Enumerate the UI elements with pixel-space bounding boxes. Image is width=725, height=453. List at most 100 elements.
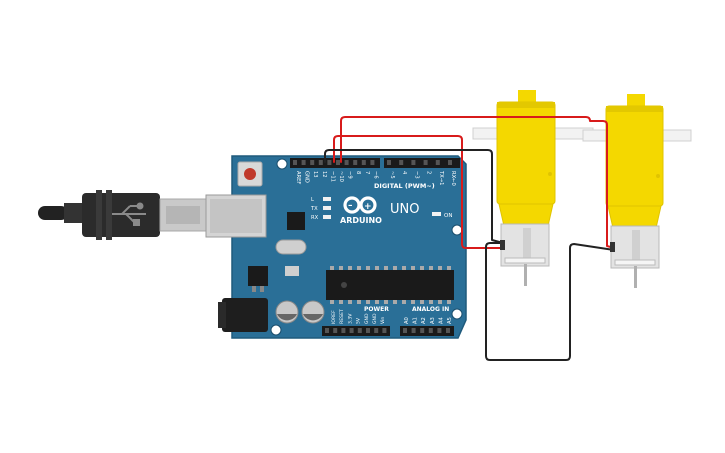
power-pin-hole[interactable] bbox=[349, 328, 354, 333]
digital-pin-label: AREF bbox=[295, 171, 301, 184]
digital-header[interactable] bbox=[384, 158, 460, 168]
digital-header-label: DIGITAL (PWM~) bbox=[374, 182, 435, 190]
power-pin-hole[interactable] bbox=[333, 328, 338, 333]
analog-pin-label: A4 bbox=[438, 316, 444, 324]
digital-pin-hole[interactable] bbox=[353, 160, 358, 165]
usb-chip bbox=[287, 212, 305, 230]
power-pin-hole[interactable] bbox=[341, 328, 346, 333]
usb-cable[interactable] bbox=[38, 190, 207, 240]
power-pin-label: 5V bbox=[356, 317, 362, 324]
digital-pin-hole[interactable] bbox=[318, 160, 323, 165]
analog-pin-hole[interactable] bbox=[411, 328, 416, 333]
digital-pin-label: ~11 bbox=[329, 171, 335, 182]
mounting-hole bbox=[270, 324, 282, 336]
motor1-terminal[interactable] bbox=[500, 240, 505, 250]
mounting-hole bbox=[451, 308, 463, 320]
power-pin-hole[interactable] bbox=[357, 328, 362, 333]
analog-pin-label: A5 bbox=[447, 317, 453, 324]
motor-shaft bbox=[524, 264, 527, 286]
usb-cable-wire bbox=[38, 206, 68, 220]
digital-pin-hole[interactable] bbox=[344, 160, 349, 165]
power-pin-hole[interactable] bbox=[374, 328, 379, 333]
regulator bbox=[248, 266, 268, 286]
digital-pin-hole[interactable] bbox=[435, 160, 440, 165]
digital-pin-hole[interactable] bbox=[411, 160, 416, 165]
wire-black-gnd-motor1[interactable] bbox=[324, 149, 504, 244]
led-rx bbox=[323, 215, 331, 219]
power-pin-label: GND bbox=[364, 313, 370, 324]
digital-pin-label: ~9 bbox=[347, 171, 353, 179]
power-header-label: POWER bbox=[364, 306, 389, 313]
led-tx bbox=[323, 206, 331, 210]
digital-pin-label: 8 bbox=[355, 171, 361, 174]
motor-shaft bbox=[634, 266, 637, 288]
power-pin-hole[interactable] bbox=[325, 328, 329, 333]
led-label-l: L bbox=[311, 197, 314, 203]
digital-pin-label: ~3 bbox=[413, 171, 419, 179]
analog-pin-hole[interactable] bbox=[428, 328, 433, 333]
digital-pin-hole[interactable] bbox=[301, 160, 306, 165]
power-pin-hole[interactable] bbox=[366, 328, 370, 333]
dc-gear-motor-1[interactable] bbox=[472, 90, 594, 286]
digital-pin-hole[interactable] bbox=[361, 160, 366, 165]
power-pin-label: IOREF bbox=[331, 310, 337, 324]
digital-pin-label: RX←0 bbox=[450, 171, 456, 186]
wire-black-motor1-motor2[interactable] bbox=[485, 242, 615, 361]
digital-pin-hole[interactable] bbox=[423, 160, 428, 165]
digital-pin-label: TX→1 bbox=[438, 170, 444, 185]
digital-pin-hole[interactable] bbox=[387, 160, 391, 165]
digital-pin-hole[interactable] bbox=[399, 160, 404, 165]
analog-pin-label: A2 bbox=[421, 317, 427, 324]
power-pin-label: RESET bbox=[339, 309, 345, 324]
arduino-logo-icon bbox=[343, 196, 377, 214]
motor2-terminal[interactable] bbox=[610, 242, 615, 252]
digital-pin-label: ~5 bbox=[389, 171, 395, 179]
motor-gearbox-top bbox=[518, 90, 536, 104]
on-led-label: ON bbox=[444, 213, 452, 219]
analog-header-label: ANALOG IN bbox=[412, 306, 449, 313]
digital-pin-label: 2 bbox=[426, 171, 432, 174]
wire-red-pin12-motor1[interactable] bbox=[333, 135, 504, 249]
digital-pin-hole[interactable] bbox=[336, 160, 340, 165]
power-header[interactable] bbox=[322, 326, 390, 336]
digital-pin-label: ~6 bbox=[372, 171, 378, 179]
digital-pin-label: 7 bbox=[364, 171, 370, 174]
motor-gearbox-top bbox=[627, 94, 645, 108]
wire-red-pin11-motor2[interactable] bbox=[340, 116, 615, 249]
svg-text:–: – bbox=[348, 201, 353, 211]
motor-gearbox bbox=[605, 105, 664, 207]
led-label-rx: RX bbox=[311, 215, 319, 221]
led-label-tx: TX bbox=[310, 206, 318, 212]
svg-text:+: + bbox=[364, 202, 372, 212]
analog-pin-hole[interactable] bbox=[446, 328, 450, 333]
analog-pin-label: A1 bbox=[413, 317, 419, 324]
atmega-chip bbox=[326, 270, 454, 300]
digital-pin-label: 12 bbox=[321, 171, 327, 178]
digital-pin-hole[interactable] bbox=[310, 160, 315, 165]
power-jack bbox=[222, 298, 268, 332]
power-pin-hole[interactable] bbox=[382, 328, 387, 333]
dc-gear-motor-2[interactable] bbox=[582, 94, 692, 288]
analog-pin-hole[interactable] bbox=[420, 328, 425, 333]
led-l bbox=[323, 197, 331, 201]
usb-cable-strain-relief bbox=[64, 203, 86, 223]
small-crystal bbox=[285, 266, 299, 276]
digital-pin-hole[interactable] bbox=[448, 160, 452, 165]
power-pin-label: Vin bbox=[380, 317, 386, 324]
digital-pin-hole[interactable] bbox=[327, 160, 332, 165]
analog-pin-label: A0 bbox=[404, 317, 410, 324]
digital-header[interactable] bbox=[290, 158, 380, 168]
analog-pin-hole[interactable] bbox=[437, 328, 442, 333]
digital-pin-hole[interactable] bbox=[370, 160, 375, 165]
logo-text: ARDUINO bbox=[340, 216, 382, 225]
analog-pin-label: A3 bbox=[430, 317, 436, 324]
analog-pin-hole[interactable] bbox=[403, 328, 407, 333]
analog-header[interactable] bbox=[400, 326, 454, 336]
crystal bbox=[275, 239, 307, 255]
digital-pin-label: 13 bbox=[312, 171, 318, 178]
capacitor bbox=[275, 300, 299, 324]
capacitor bbox=[301, 300, 325, 324]
digital-pin-hole[interactable] bbox=[293, 160, 297, 165]
model-text: UNO bbox=[390, 202, 419, 217]
